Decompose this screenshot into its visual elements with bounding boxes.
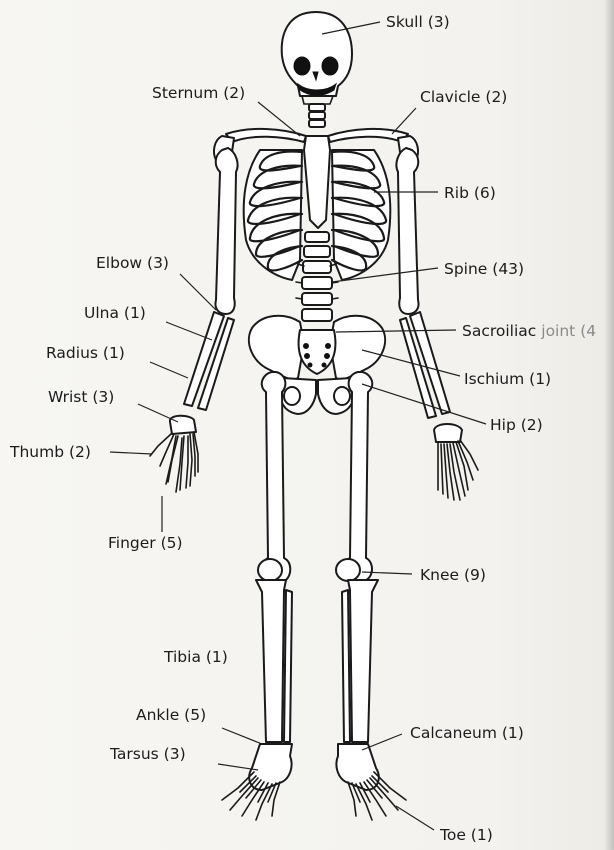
right-foot: [336, 744, 406, 820]
label-sacroiliac: Sacroiliac joint (4: [462, 322, 596, 340]
label-ankle: Ankle (5): [136, 706, 206, 724]
sternum-bone: [304, 136, 330, 228]
label-tibia: Tibia (1): [164, 648, 228, 666]
label-hip: Hip (2): [490, 416, 543, 434]
label-ischium: Ischium (1): [464, 370, 551, 388]
label-toe: Toe (1): [440, 826, 493, 844]
label-sacroiliac-tail: joint (4: [541, 322, 596, 340]
skull-bone: [282, 12, 352, 104]
cervical-spine: [309, 104, 325, 127]
left-arm: [150, 148, 238, 492]
label-wrist: Wrist (3): [48, 388, 114, 406]
label-elbow: Elbow (3): [96, 254, 169, 272]
label-knee: Knee (9): [420, 566, 486, 584]
label-skull: Skull (3): [386, 13, 450, 31]
label-finger: Finger (5): [108, 534, 183, 552]
label-rib: Rib (6): [444, 184, 496, 202]
label-tarsus: Tarsus (3): [110, 745, 186, 763]
left-hand: [150, 416, 198, 492]
label-clavicle: Clavicle (2): [420, 88, 507, 106]
left-foot: [222, 744, 292, 820]
label-ulna: Ulna (1): [84, 304, 146, 322]
label-radius: Radius (1): [46, 344, 125, 362]
right-hand: [434, 424, 478, 500]
label-calcaneum: Calcaneum (1): [410, 724, 524, 742]
legs: [256, 372, 378, 742]
label-spine: Spine (43): [444, 260, 524, 278]
label-thumb: Thumb (2): [10, 443, 91, 461]
label-sacroiliac-main: Sacroiliac: [462, 322, 536, 340]
label-sternum: Sternum (2): [152, 84, 245, 102]
